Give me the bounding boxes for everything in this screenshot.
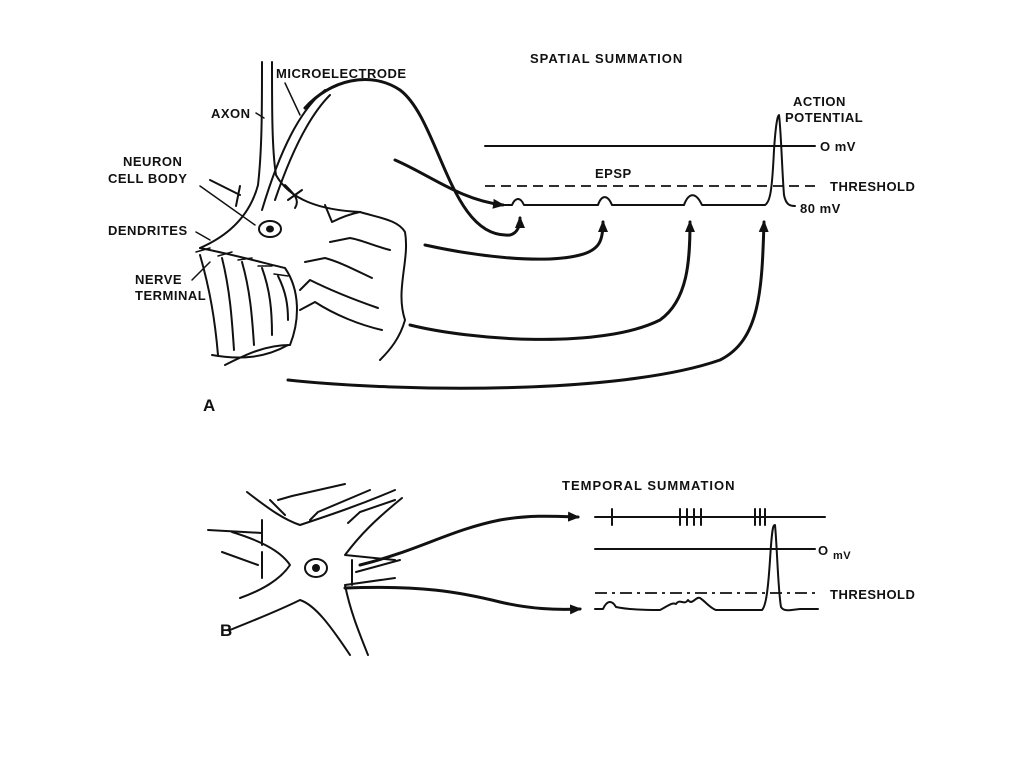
label-threshold: THRESHOLD	[830, 179, 915, 194]
label-mv-unit-b: mV	[833, 550, 851, 562]
arrow-epsp-3	[408, 220, 695, 341]
leader-axon	[255, 112, 265, 119]
panel-b-title: TEMPORAL SUMMATION	[562, 478, 736, 493]
panel-b-label: B	[220, 621, 233, 640]
leader-microelectrode	[284, 82, 301, 116]
neuron-b-synapse-6	[351, 559, 401, 586]
label-nerve-line2: TERMINAL	[135, 288, 206, 303]
synapse-7	[299, 301, 383, 331]
synapse-1	[209, 179, 241, 207]
label-dendrites: DENDRITES	[108, 223, 188, 238]
label-epsp: EPSP	[595, 166, 632, 181]
neuron-b-synapse-2	[309, 489, 371, 521]
arrow-epsp-2	[423, 220, 608, 261]
arrow-epsp-1-b	[393, 158, 505, 209]
nerve-terminal-1	[199, 254, 219, 356]
cell-body-outline	[199, 247, 298, 366]
nucleus	[258, 220, 282, 238]
synapse-5	[304, 257, 373, 279]
membrane-trace-b	[594, 524, 819, 612]
label-neuron-line1: NEURON	[123, 154, 182, 169]
arrow-b-2	[343, 585, 582, 615]
neuron-b-body	[229, 489, 403, 656]
nerve-terminal-3	[241, 261, 255, 346]
neuron-b-synapse-4	[207, 519, 263, 546]
nerve-terminal-caps	[195, 247, 289, 277]
neuron-b-synapse-1	[269, 483, 346, 516]
microelectrode-shaft-2	[274, 94, 331, 201]
dendrite-base	[211, 344, 289, 359]
label-threshold-b: THRESHOLD	[830, 587, 915, 602]
arrow-epsp-1	[303, 78, 525, 237]
label-zero-mv-b: O	[818, 543, 829, 558]
label-microelectrode: MICROELECTRODE	[276, 66, 407, 81]
panel-b: TEMPORAL SUMMATION B O mV	[207, 478, 915, 656]
leader-dendrites	[195, 231, 211, 241]
synapse-3	[324, 204, 361, 223]
label-action-potential-line2: POTENTIAL	[785, 110, 863, 125]
neuron-drawing-b	[207, 483, 403, 656]
leader-nerve-terminal	[191, 261, 211, 281]
nucleolus	[266, 225, 274, 233]
neuron-b-nucleolus	[312, 564, 320, 572]
label-axon: AXON	[211, 106, 251, 121]
panel-a-label: A	[203, 396, 216, 415]
leader-cell-body	[199, 185, 256, 226]
neuron-b-synapse-5	[221, 551, 263, 579]
label-minus-80-mv: 80 mV	[800, 201, 841, 216]
stimulus-ticks	[611, 508, 766, 526]
neuron-drawing-a	[195, 61, 407, 366]
axon-left-edge	[199, 61, 263, 249]
label-zero-mv: O mV	[820, 139, 856, 154]
label-neuron-line2: CELL BODY	[108, 171, 187, 186]
nerve-terminal-5	[277, 275, 289, 321]
label-action-potential-line1: ACTION	[793, 94, 846, 109]
panel-a: SPATIAL SUMMATION A	[108, 51, 915, 415]
synapse-4	[329, 237, 391, 251]
cell-body-right	[359, 211, 407, 361]
membrane-potential-trace	[494, 114, 796, 207]
panel-a-title: SPATIAL SUMMATION	[530, 51, 683, 66]
label-nerve-line1: NERVE	[135, 272, 182, 287]
arrow-b-1	[358, 511, 580, 567]
synapse-6	[299, 279, 379, 309]
nerve-terminal-2	[221, 257, 235, 351]
neuron-b-synapse-3	[347, 499, 396, 524]
synapse-2	[284, 184, 303, 209]
nerve-terminal-4	[261, 267, 273, 336]
neuron-b-nucleus	[304, 558, 328, 578]
arrow-epsp-4	[286, 220, 769, 390]
